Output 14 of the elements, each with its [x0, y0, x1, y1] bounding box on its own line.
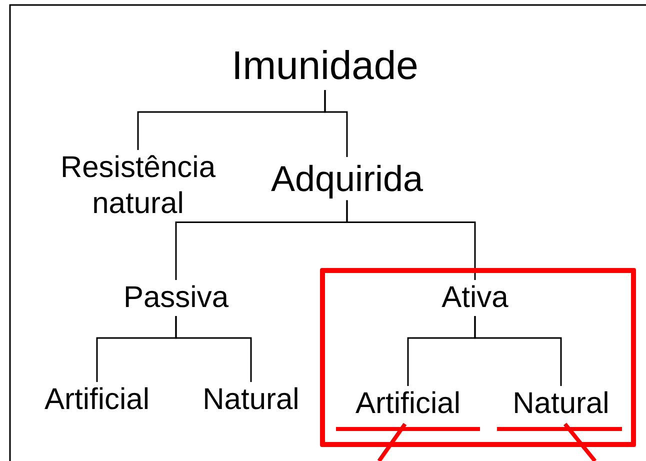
node-label: Natural	[202, 382, 300, 418]
node-label: Imunidade	[232, 42, 418, 90]
highlight-frame	[320, 268, 636, 447]
tree-connector	[346, 200, 476, 280]
node-label: Ativa	[442, 280, 508, 316]
node-label: Passiva	[123, 280, 229, 316]
tree-connector	[474, 316, 562, 386]
node-label: Natural	[512, 386, 610, 422]
node-label: Adquirida	[270, 157, 424, 200]
node-label: Resistência natural	[38, 150, 238, 222]
node-label: Artificial	[44, 382, 150, 418]
node-label: Artificial	[355, 386, 460, 422]
tree-connector	[175, 316, 252, 382]
tree-connector	[324, 90, 348, 157]
